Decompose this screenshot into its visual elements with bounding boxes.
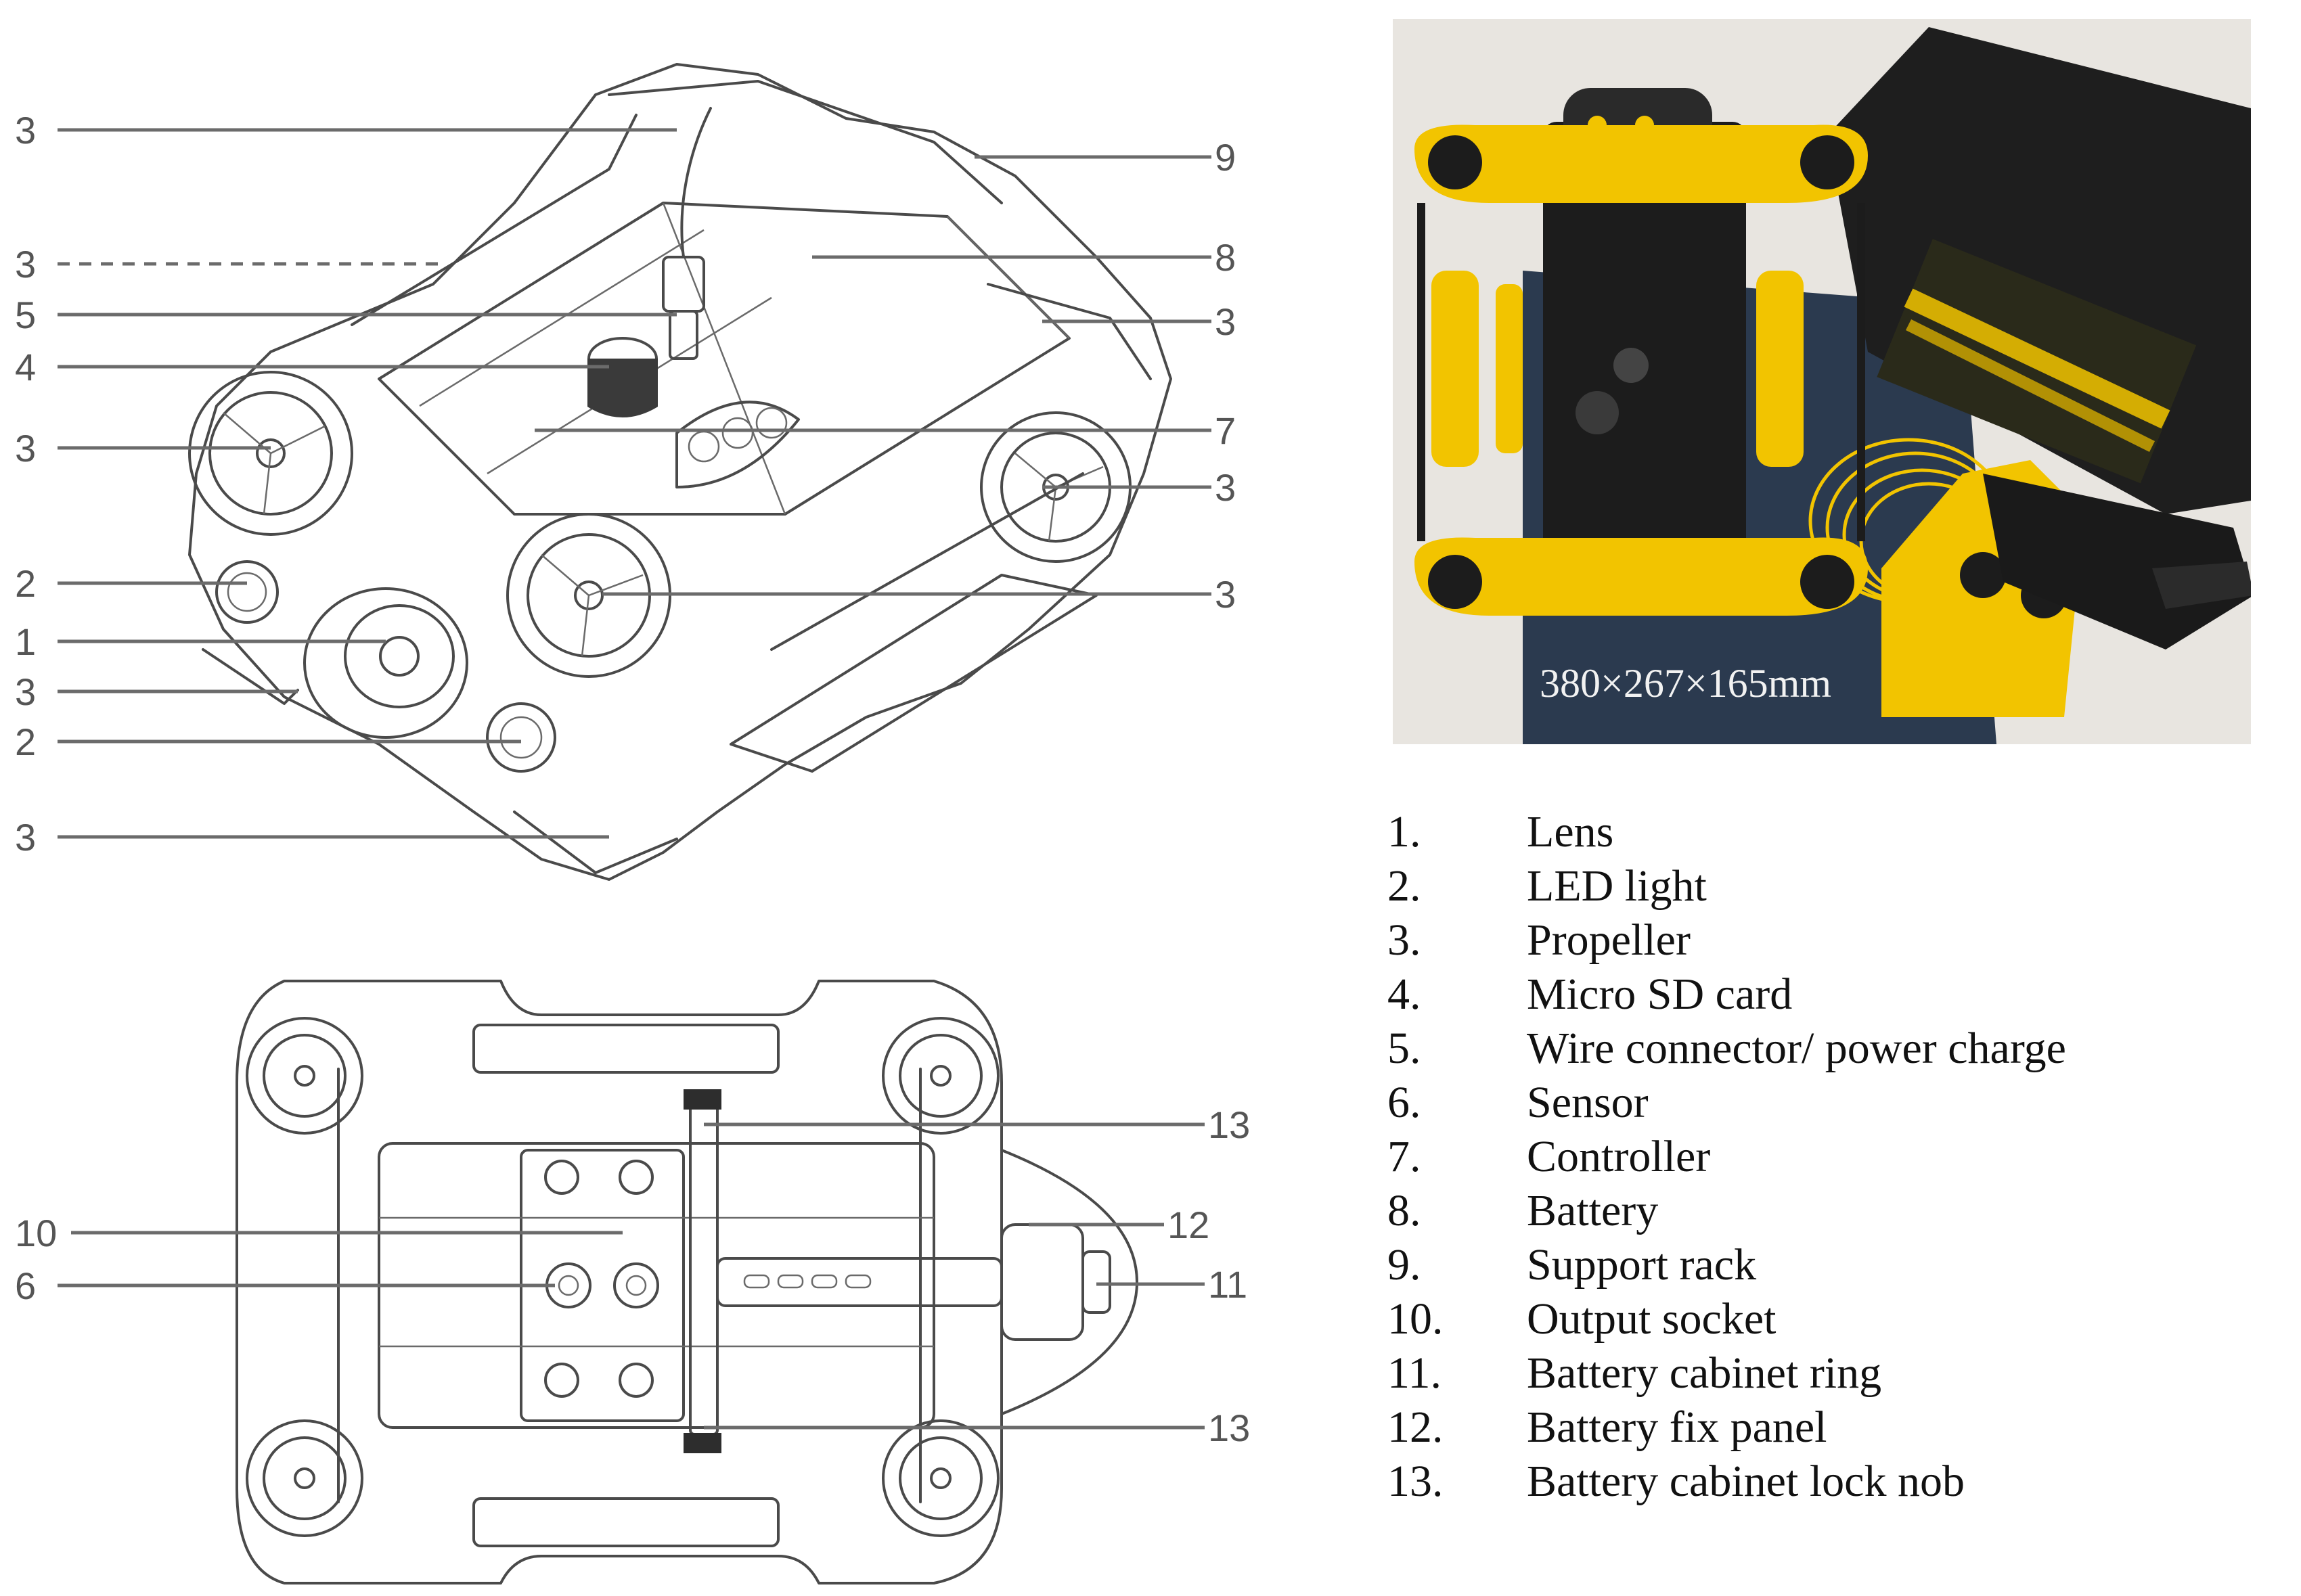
legend-item: 7. Controller (1387, 1130, 2267, 1184)
legend-label: Output socket (1527, 1294, 1777, 1344)
legend-label: Battery fix panel (1527, 1403, 1827, 1452)
callout-number: 11 (1208, 1263, 1247, 1306)
legend-label: Propeller (1527, 915, 1691, 965)
legend-item: 2. LED light (1387, 859, 2267, 913)
legend-label: Wire connector/ power charge (1527, 1024, 2066, 1073)
callout-number: 13 (1208, 1103, 1250, 1146)
parts-legend: 1. Lens 2. LED light 3. Propeller 4. Micro SD c… (1387, 805, 2267, 1509)
legend-label: Controller (1527, 1132, 1711, 1181)
legend-label: Lens (1527, 807, 1614, 857)
callout-number: 3 (1215, 300, 1236, 343)
top-propeller-br (882, 1419, 1000, 1537)
legend-item: 4. Micro SD card (1387, 967, 2267, 1022)
iso-lens (303, 587, 468, 739)
callout-number: 10 (15, 1212, 57, 1254)
legend-number: 3. (1387, 915, 1421, 965)
remote-controller (1881, 460, 2251, 717)
legend-number: 10. (1387, 1294, 1444, 1344)
legend-number: 5. (1387, 1024, 1421, 1073)
callout-number: 3 (15, 427, 36, 470)
iso-propeller-left (188, 371, 353, 536)
legend-item: 3. Propeller (1387, 913, 2267, 967)
iso-hull-outline (188, 63, 1172, 881)
iso-callout-numbers: 3 3 5 4 3 2 1 3 2 3 9 8 3 7 3 3 (15, 109, 1236, 859)
legend-number: 1. (1387, 807, 1421, 857)
top-callout-lines (58, 1122, 1205, 1430)
top-propeller-bl (246, 1419, 363, 1537)
callout-number: 3 (15, 243, 36, 286)
underwater-drone (1414, 88, 1868, 616)
legend-item: 10. Output socket (1387, 1292, 2267, 1346)
callout-number: 4 (15, 346, 36, 388)
legend-number: 4. (1387, 970, 1421, 1019)
callout-number: 3 (15, 816, 36, 859)
callout-number: 8 (1215, 236, 1236, 279)
legend-item: 6. Sensor (1387, 1076, 2267, 1130)
legend-item: 12. Battery fix panel (1387, 1400, 2267, 1455)
legend-label: Battery (1527, 1186, 1659, 1235)
callout-number: 13 (1208, 1407, 1250, 1449)
callout-number: 3 (1215, 466, 1236, 509)
legend-label: Battery cabinet lock nob (1527, 1457, 1965, 1506)
legend-label: Battery cabinet ring (1527, 1348, 1882, 1398)
callout-number: 3 (15, 109, 36, 152)
legend-label: LED light (1527, 861, 1707, 911)
legend-item: 13. Battery cabinet lock nob (1387, 1455, 2267, 1509)
callout-number: 9 (1215, 136, 1236, 179)
iso-cable (680, 107, 712, 258)
drone-photo: 380×267×165mm (1393, 19, 2251, 744)
callout-number: 12 (1167, 1204, 1209, 1246)
callout-number: 7 (1215, 409, 1236, 452)
legend-item: 8. Battery (1387, 1184, 2267, 1238)
isometric-drawing (188, 63, 1172, 881)
iso-led-lower (486, 702, 556, 773)
callout-number: 2 (15, 562, 36, 605)
callout-number: 5 (15, 294, 36, 336)
top-propeller-tr (882, 1017, 1000, 1135)
legend-label: Micro SD card (1527, 970, 1793, 1019)
legend-number: 11. (1387, 1348, 1442, 1398)
dimensions-label: 380×267×165mm (1540, 661, 1831, 706)
callout-number: 6 (15, 1264, 36, 1307)
legend-number: 8. (1387, 1186, 1421, 1235)
iso-callout-lines (58, 128, 1211, 839)
legend-item: 9. Support rack (1387, 1238, 2267, 1292)
legend-number: 9. (1387, 1240, 1421, 1290)
legend-number: 7. (1387, 1132, 1421, 1181)
callout-number: 3 (1215, 573, 1236, 616)
legend-item: 5. Wire connector/ power charge (1387, 1022, 2267, 1076)
legend-label: Support rack (1527, 1240, 1757, 1290)
callout-number: 1 (15, 620, 36, 663)
callout-number: 2 (15, 721, 36, 763)
legend-number: 2. (1387, 861, 1421, 911)
top-view-drawing (236, 980, 1138, 1584)
legend-number: 13. (1387, 1457, 1444, 1506)
legend-number: 12. (1387, 1403, 1444, 1452)
legend-label: Sensor (1527, 1078, 1649, 1127)
top-propeller-tl (246, 1017, 363, 1135)
legend-item: 1. Lens (1387, 805, 2267, 859)
top-callout-numbers: 10 6 13 12 11 13 (15, 1103, 1250, 1449)
iso-led-upper (215, 560, 279, 624)
legend-number: 6. (1387, 1078, 1421, 1127)
legend-item: 11. Battery cabinet ring (1387, 1346, 2267, 1400)
callout-number: 3 (15, 670, 36, 713)
top-frame-outline (236, 980, 1003, 1584)
